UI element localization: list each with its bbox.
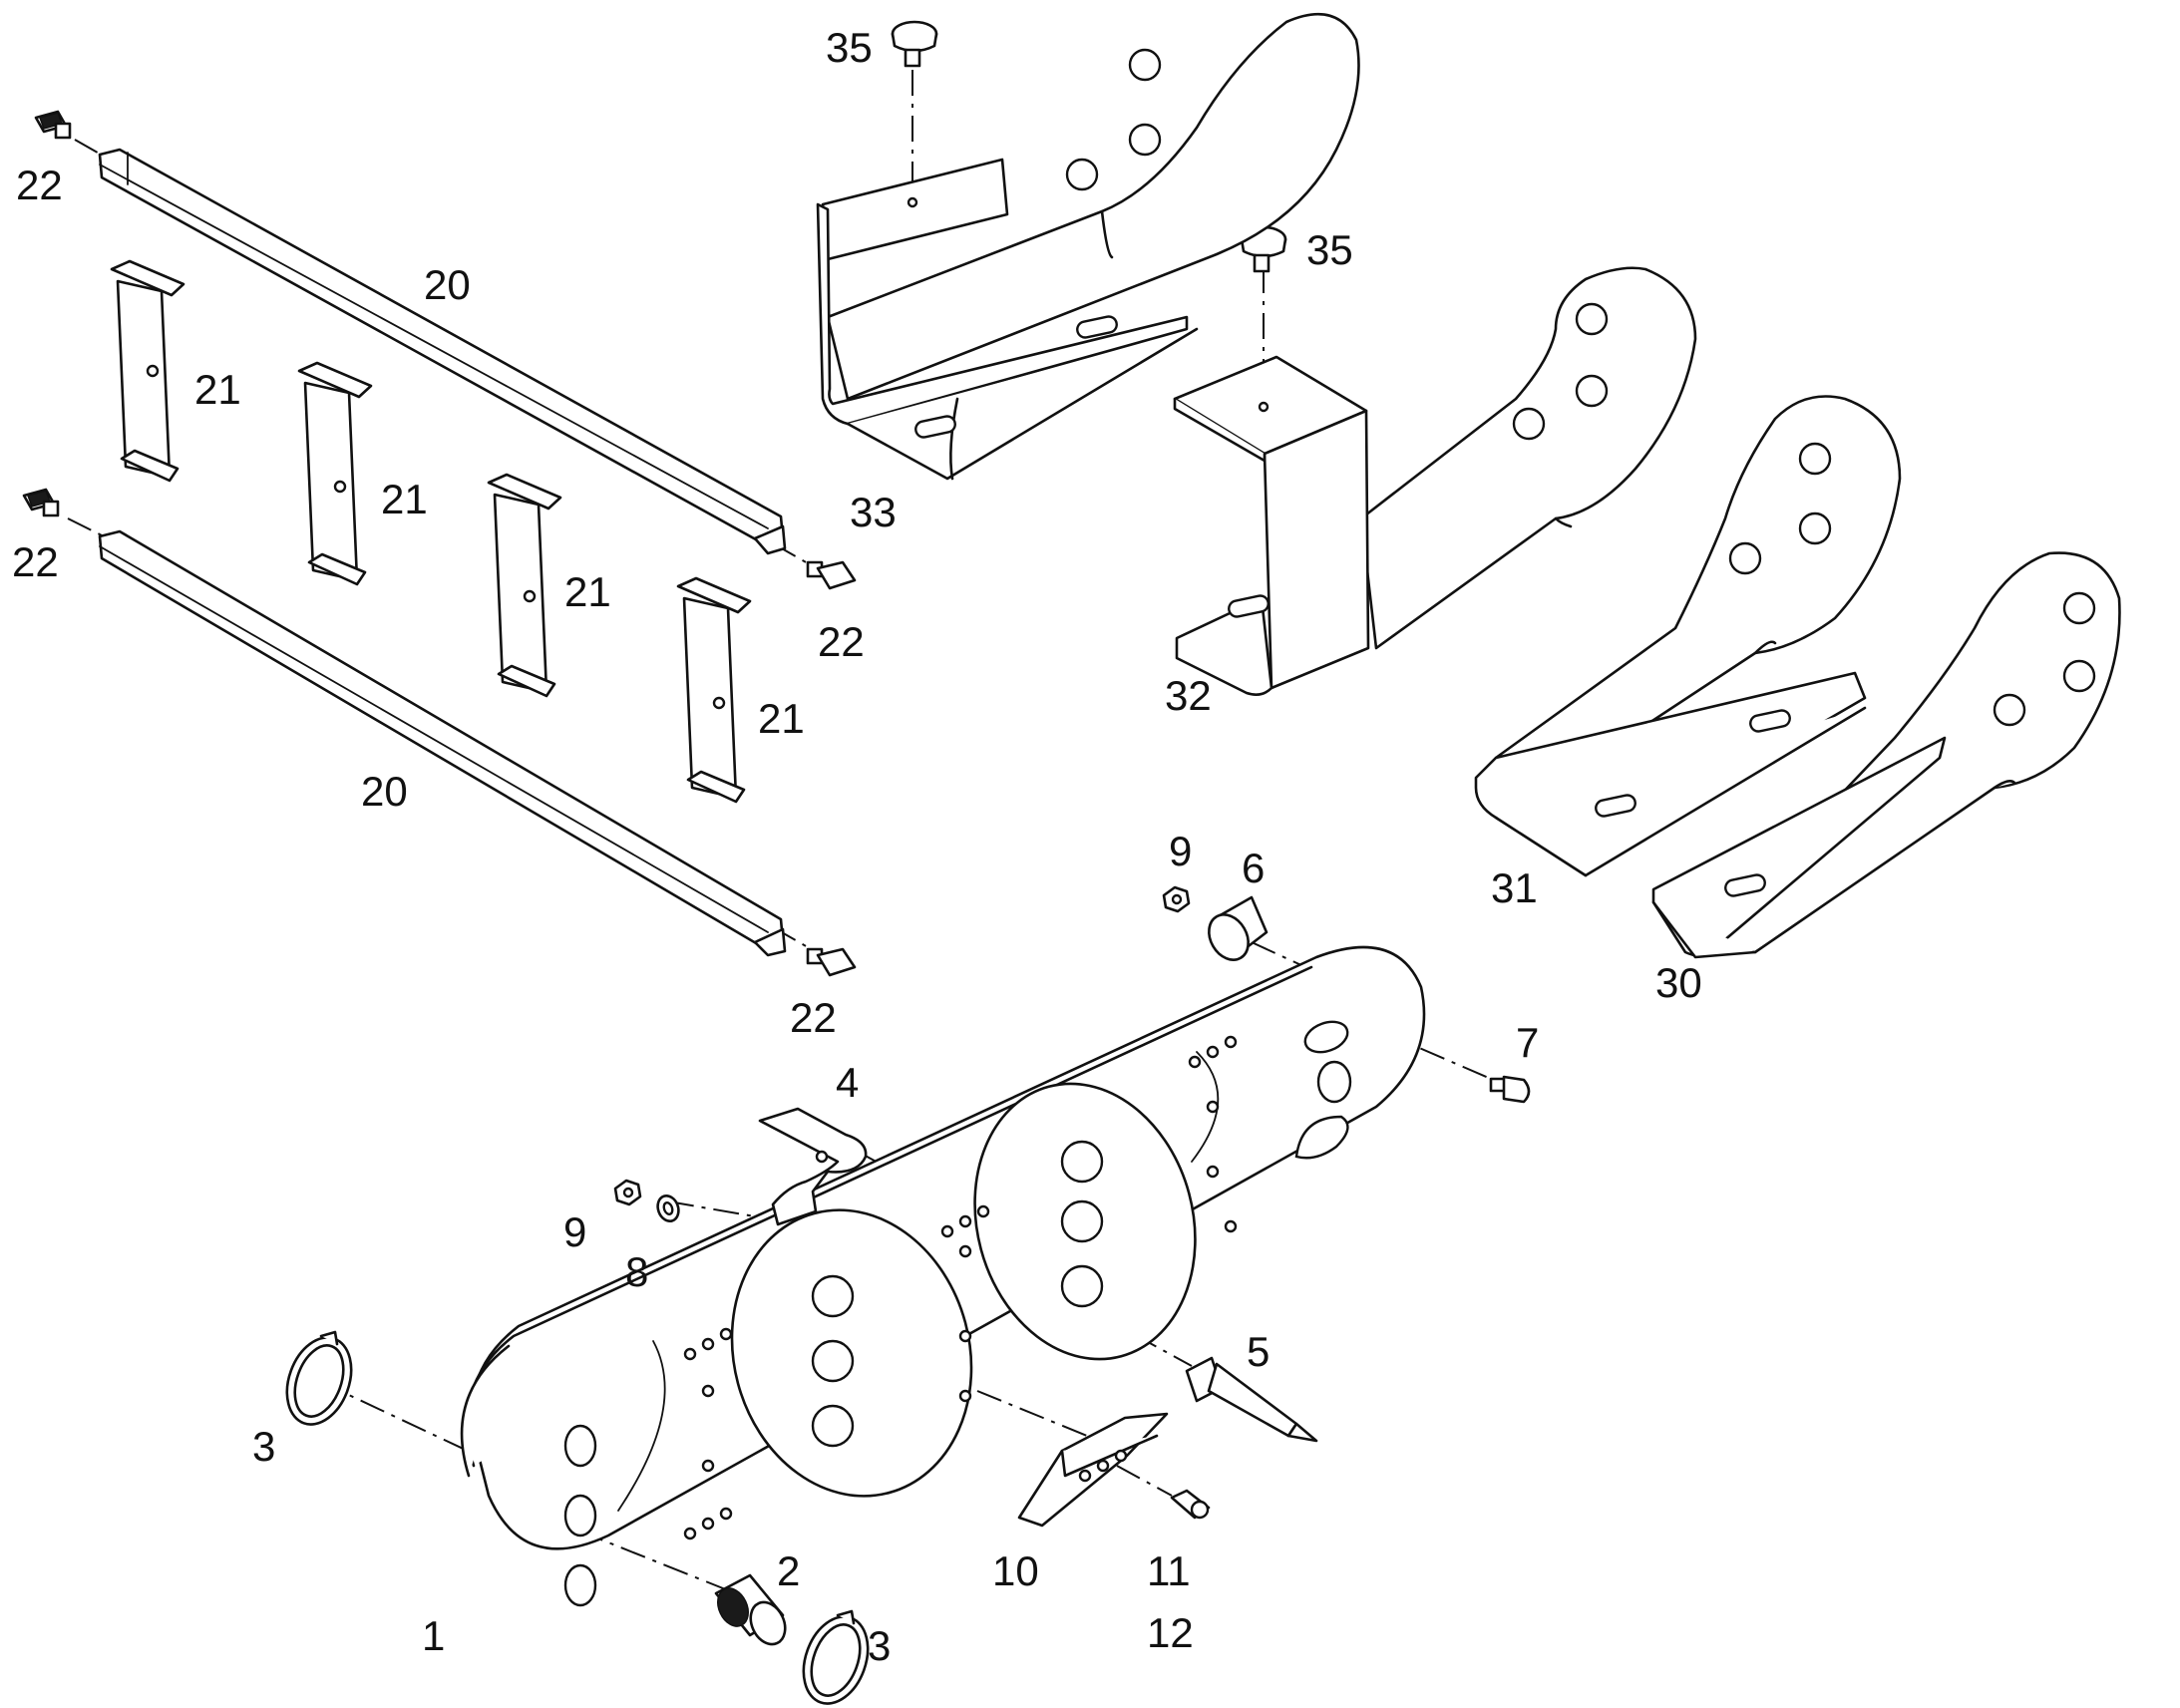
callout-9-right: 9	[1169, 828, 1192, 874]
wedge-10	[1017, 1412, 1169, 1528]
callout-3-left: 3	[252, 1423, 275, 1470]
callout-22-a: 22	[16, 162, 63, 208]
clip-21-a	[110, 259, 185, 483]
callout-5: 5	[1247, 1328, 1270, 1375]
callout-21-a: 21	[194, 366, 241, 413]
callout-12: 12	[1147, 1609, 1194, 1656]
bar-20-upper	[98, 148, 787, 555]
callout-35-top: 35	[826, 24, 873, 71]
callout-35-right: 35	[1306, 226, 1353, 273]
bracket-31	[1474, 395, 1902, 877]
callout-4: 4	[836, 1059, 859, 1106]
callout-7: 7	[1516, 1019, 1539, 1066]
callout-6: 6	[1242, 845, 1265, 891]
callout-22-b: 22	[12, 538, 59, 585]
screw-22-d	[806, 947, 857, 977]
callout-3-bottom: 3	[868, 1622, 891, 1669]
callout-labels: 1 2 3 3 4 5 6 7 8 9 9 10 11 12 20 20 21 …	[12, 24, 1702, 1669]
screw-7	[1489, 1075, 1531, 1104]
bushing-2	[714, 1573, 787, 1646]
screw-22-c	[806, 560, 857, 590]
callout-32: 32	[1165, 672, 1212, 719]
nut-9-b	[1162, 885, 1191, 913]
cap-screw-11	[1170, 1489, 1211, 1520]
bracket-30	[1651, 551, 2121, 959]
retaining-ring-3-a	[285, 1330, 353, 1426]
callout-22-d: 22	[790, 994, 837, 1041]
retaining-ring-3-b	[802, 1609, 870, 1705]
callout-31: 31	[1491, 864, 1538, 911]
screw-22-a	[34, 110, 72, 140]
spacer-6	[1208, 895, 1269, 961]
bracket-32	[1173, 266, 1697, 696]
clip-4	[758, 1107, 868, 1226]
callout-21-c: 21	[564, 568, 611, 615]
callout-22-c: 22	[818, 618, 865, 665]
clip-21-c	[487, 473, 562, 698]
washer-8	[656, 1195, 680, 1222]
callout-10: 10	[992, 1547, 1039, 1594]
callout-9-left: 9	[563, 1208, 586, 1255]
callout-20-lower: 20	[361, 768, 408, 815]
callout-2: 2	[777, 1547, 800, 1594]
callout-30: 30	[1655, 959, 1702, 1006]
bracket-33	[816, 13, 1360, 481]
thumb-screw-35-a	[891, 20, 938, 68]
callout-1: 1	[422, 1612, 445, 1659]
chain-link-assembly-1	[460, 945, 1426, 1607]
callout-8: 8	[625, 1248, 648, 1295]
clip-21-d	[676, 576, 752, 804]
callout-11: 11	[1147, 1547, 1191, 1594]
callout-33: 33	[850, 489, 897, 535]
callout-20-upper: 20	[424, 261, 471, 308]
screw-22-b	[22, 488, 60, 517]
callout-21-d: 21	[758, 695, 805, 742]
pin-5	[1185, 1356, 1318, 1443]
clip-21-b	[297, 361, 373, 586]
nut-9-a	[613, 1179, 642, 1206]
callout-21-b: 21	[381, 476, 428, 522]
bar-20-lower	[98, 529, 787, 957]
